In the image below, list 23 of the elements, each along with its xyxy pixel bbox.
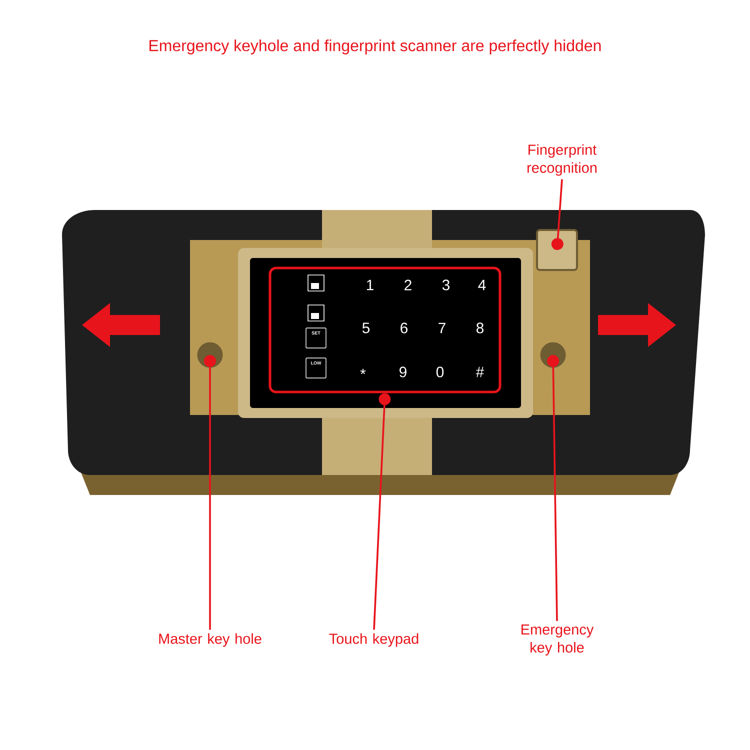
key-label: 7 — [438, 322, 446, 334]
leader-line — [551, 179, 564, 250]
title: Emergency keyhole and fingerprint scanner are perfectly hidden — [150, 40, 601, 54]
leader-line — [547, 355, 560, 621]
key-label: 8 — [476, 322, 484, 334]
callout-text: Master key hole — [159, 633, 262, 647]
callout-text: Emergency key hole — [522, 624, 594, 656]
key-label: 4 — [478, 280, 486, 290]
callout-text: Touch keypad — [329, 633, 418, 647]
key-label: 5 — [362, 322, 370, 334]
key-label: * — [360, 368, 366, 374]
key-label: 3 — [442, 280, 450, 290]
keypad-outline — [268, 266, 502, 394]
key-label: 9 — [400, 366, 406, 378]
leader-line — [204, 355, 216, 630]
callout-text: Fingerprint recognition — [528, 144, 597, 176]
fingerprint-scanner — [536, 229, 578, 271]
leader-line — [373, 393, 391, 630]
key-label: # — [476, 366, 484, 378]
key-label: 2 — [404, 280, 412, 290]
key-label: 6 — [400, 322, 408, 334]
key-label: 1 — [366, 280, 374, 290]
key-label: 0 — [436, 366, 444, 378]
